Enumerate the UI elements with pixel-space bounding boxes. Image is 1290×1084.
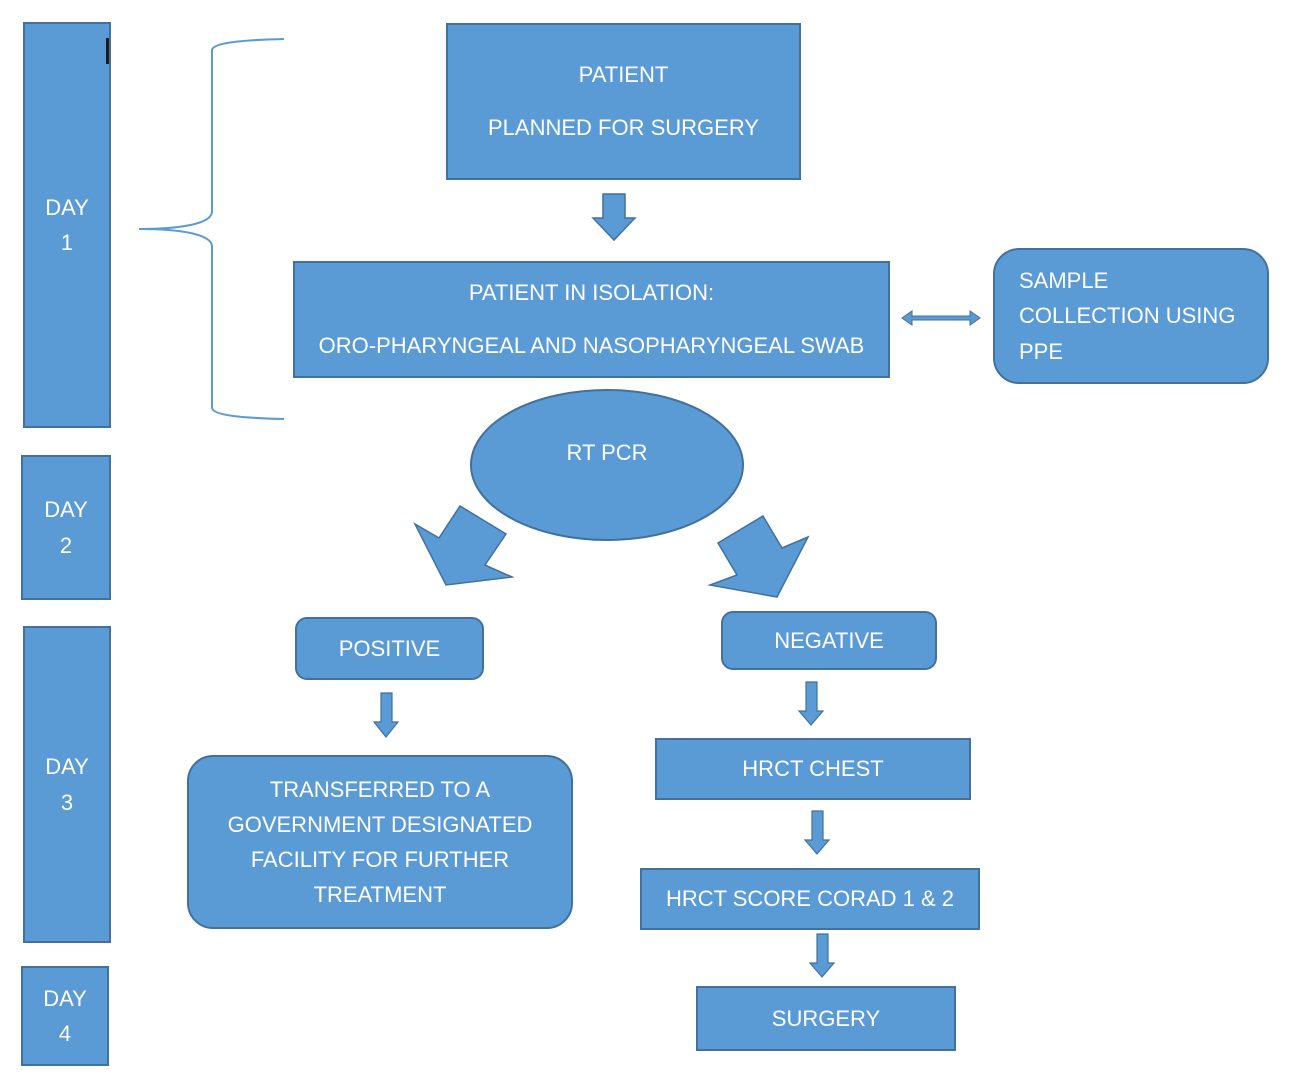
sample-line-3: PPE xyxy=(1019,338,1064,364)
day-3-label: DAY xyxy=(45,754,89,780)
isolation-line-1: PATIENT IN ISOLATION: xyxy=(468,279,715,305)
isolation-box: PATIENT IN ISOLATION: ORO-PHARYNGEAL AND… xyxy=(293,261,890,378)
day-4-label: DAY xyxy=(43,985,87,1011)
hrct-score-box: HRCT SCORE CORAD 1 & 2 xyxy=(640,868,980,930)
isolation-line-2: ORO-PHARYNGEAL AND NASOPHARYNGEAL SWAB xyxy=(318,332,865,358)
day-1-label: DAY xyxy=(45,194,89,220)
day-1-brace xyxy=(138,38,285,420)
transferred-line-1: TRANSFERRED TO A xyxy=(269,776,491,802)
text-cursor xyxy=(106,38,109,64)
sample-line-2: COLLECTION USING xyxy=(1019,303,1236,329)
transferred-line-4: TREATMENT xyxy=(313,882,447,908)
rt-pcr-ellipse xyxy=(470,389,744,541)
arrow-patient-to-isolation xyxy=(591,193,637,242)
day-1-block: DAY 1 xyxy=(23,22,111,428)
transferred-line-2: GOVERNMENT DESIGNATED xyxy=(227,811,533,837)
day-3-number: 3 xyxy=(60,789,74,815)
sample-line-1: SAMPLE xyxy=(1019,268,1109,294)
transferred-line-3: FACILITY FOR FURTHER xyxy=(250,847,510,872)
positive-label: POSITIVE xyxy=(338,635,441,661)
patient-planned-line-2: PLANNED FOR SURGERY xyxy=(488,114,759,140)
day-2-block: DAY 2 xyxy=(21,455,111,600)
day-4-number: 4 xyxy=(58,1021,72,1046)
day-4-block: DAY 4 xyxy=(21,966,109,1066)
hrct-chest-box: HRCT CHEST xyxy=(655,738,971,800)
transferred-box: TRANSFERRED TO A GOVERNMENT DESIGNATED F… xyxy=(187,755,573,929)
hrct-chest-label: HRCT CHEST xyxy=(742,756,884,782)
arrow-hrct-to-score xyxy=(803,810,831,855)
sample-collection-box: SAMPLE COLLECTION USING PPE xyxy=(993,248,1269,384)
negative-label: NEGATIVE xyxy=(774,627,884,653)
hrct-score-label: HRCT SCORE CORAD 1 & 2 xyxy=(665,886,955,912)
positive-box: POSITIVE xyxy=(295,617,484,680)
arrow-pcr-to-positive xyxy=(413,504,515,586)
day-3-block: DAY 3 xyxy=(23,626,111,943)
day-1-number: 1 xyxy=(60,230,74,255)
arrow-positive-to-transferred xyxy=(372,692,400,738)
surgery-label: SURGERY xyxy=(771,1005,881,1031)
day-2-label: DAY xyxy=(44,497,88,523)
surgery-box: SURGERY xyxy=(696,986,956,1051)
day-2-number: 2 xyxy=(59,532,73,558)
rt-pcr-label: RT PCR xyxy=(566,440,648,465)
negative-box: NEGATIVE xyxy=(721,611,937,670)
arrow-isolation-sample xyxy=(901,310,981,326)
arrow-score-to-surgery xyxy=(808,933,836,978)
arrow-negative-to-hrct xyxy=(797,681,825,726)
arrow-pcr-to-negative xyxy=(707,514,810,598)
patient-planned-line-1: PATIENT xyxy=(578,61,669,87)
patient-planned-box: PATIENT PLANNED FOR SURGERY xyxy=(446,23,801,180)
